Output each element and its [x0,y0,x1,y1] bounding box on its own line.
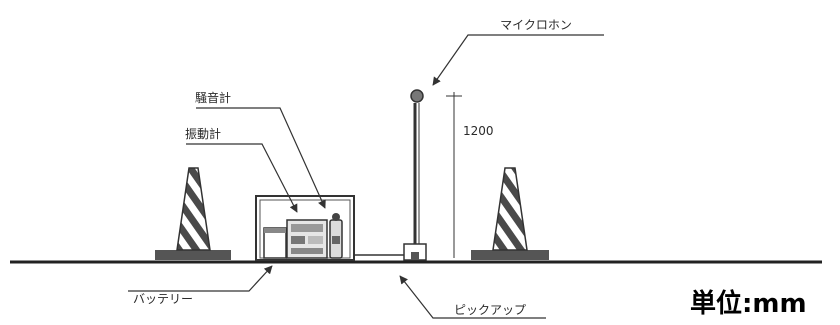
microphone-label: マイクロホン [500,18,572,32]
pickup-label: ピックアップ [454,303,526,317]
right-traffic-cone [471,167,549,260]
microphone-leader-arrow [432,34,604,86]
vibration-meter-leader-arrow [186,143,298,213]
unit-label: 単位:mm [690,288,807,319]
noise-meter-label: 騒音計 [195,90,231,105]
battery-leader-arrow [128,265,273,292]
height-dimension-line [446,92,462,258]
battery [263,227,287,259]
noise-meter-leader-arrow [196,107,326,209]
vibration-meter-label: 振動計 [185,126,221,141]
noise-meter-device [329,213,343,259]
microphone [410,89,424,103]
battery-label: バッテリー [133,292,193,306]
pickup-leader-arrow [399,275,546,319]
left-traffic-cone [155,167,231,260]
vibration-meter-device [286,219,328,259]
microphone-stand [413,103,420,244]
height-dimension-label: 1200 [463,124,494,138]
pickup-sensor [403,243,427,261]
